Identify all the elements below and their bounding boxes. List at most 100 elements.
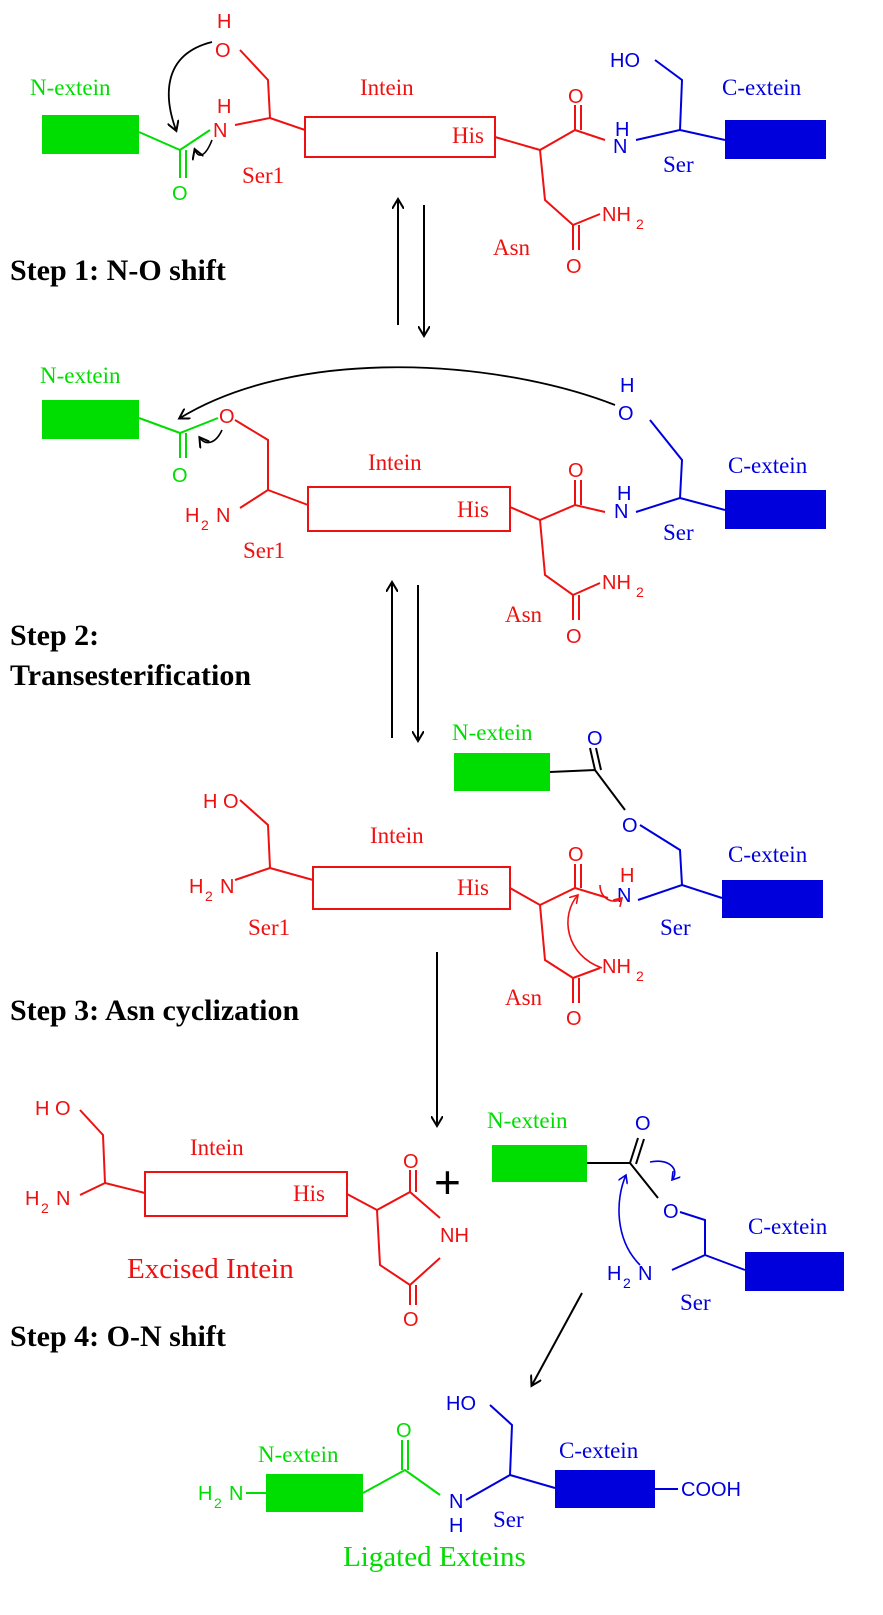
ester-carbonyl-o: O: [635, 1113, 651, 1135]
c-ser-hydroxyl-o: O: [618, 403, 634, 425]
h2n-sub: 2: [41, 1200, 49, 1216]
h2n-h: H: [198, 1483, 212, 1505]
h2n-h: H: [185, 505, 199, 527]
n-extein-block: [492, 1145, 587, 1182]
his-label: His: [452, 123, 484, 148]
ester-oxygen: O: [219, 406, 235, 428]
ester-carbonyl-o: O: [587, 728, 603, 750]
asn-side-nh: NH: [602, 572, 631, 594]
his-label: His: [293, 1181, 325, 1206]
ser-label: Ser: [680, 1290, 711, 1315]
h2n-h: H: [189, 876, 203, 898]
electron-shift-arrow-3: [599, 884, 622, 901]
n-extein-label: N-extein: [30, 75, 111, 100]
ser1-hydroxyl-h: H: [217, 11, 231, 33]
asn-side-nh-sub: 2: [636, 968, 644, 984]
ser1-hydroxyl-o: O: [215, 40, 231, 62]
ser-label: Ser: [663, 152, 694, 177]
succinimide-o-bottom: O: [403, 1309, 419, 1331]
carbonyl-oxygen: O: [172, 183, 188, 205]
c-amide-n: N: [617, 885, 631, 907]
h2n-n: N: [216, 505, 230, 527]
o-n-attack-arrow: [619, 1175, 641, 1266]
electron-shift-arrow-4: [649, 1160, 675, 1180]
his-label: His: [457, 497, 489, 522]
h2n-sub: 2: [201, 517, 209, 533]
n-extein-block: [454, 753, 550, 791]
row-1-precursor: N-extein O H O H N Ser1 Intein His O NH …: [30, 11, 826, 278]
amide-h: H: [217, 96, 231, 118]
c-extein-label: C-extein: [748, 1214, 828, 1239]
ser1-hydroxyl: H O: [35, 1098, 71, 1120]
ester-o: O: [622, 815, 638, 837]
c-amide-n: N: [613, 136, 627, 158]
excised-intein-label: Excised Intein: [127, 1253, 294, 1285]
c-extein-block: [745, 1252, 844, 1291]
asn-carbonyl-o: O: [568, 86, 584, 108]
asn-carbonyl-o: O: [568, 844, 584, 866]
row-5-ligated-exteins: H 2 N N-extein O N H HO Ser C-extein COO…: [198, 1393, 741, 1573]
c-extein-block: [722, 880, 823, 918]
h2n-sub: 2: [214, 1495, 222, 1511]
h2n-sub: 2: [205, 888, 213, 904]
asn-side-nh-sub: 2: [636, 584, 644, 600]
h2n-n: N: [56, 1188, 70, 1210]
step-2-text: Transesterification: [10, 659, 251, 692]
row-2-thioester: N-extein O O H 2 N Ser1 Intein His O NH …: [40, 363, 826, 648]
ser1-hydroxyl: H O: [203, 791, 239, 813]
amide-n: N: [213, 120, 227, 142]
asn-side-nh-sub: 2: [636, 216, 644, 232]
c-extein-block: [725, 490, 826, 529]
asn-label: Asn: [505, 985, 543, 1010]
amide-h: H: [449, 1515, 463, 1537]
asn-side-o: O: [566, 1008, 582, 1030]
ester-o: O: [663, 1201, 679, 1223]
asn-label: Asn: [493, 235, 531, 260]
row-4-linear-ester: N-extein O O H 2 N Ser C-extein: [487, 1108, 844, 1315]
intein-box: [307, 486, 511, 532]
ser-hydroxyl: HO: [446, 1393, 476, 1415]
carbonyl-oxygen: O: [172, 465, 188, 487]
step-4-label: Step 4: O-N shift: [10, 1320, 226, 1353]
forward-arrow-4: [532, 1292, 583, 1385]
electron-shift-arrow-2: [200, 429, 223, 443]
n-extein-block: [266, 1474, 363, 1512]
plus-sign: +: [434, 1156, 461, 1208]
ser1-label: Ser1: [243, 538, 285, 563]
h2n-n: N: [229, 1483, 243, 1505]
n-extein-label: N-extein: [258, 1442, 339, 1467]
intein-label: Intein: [360, 75, 414, 100]
cyclization-arrow: [567, 895, 603, 969]
attack-arrow-2: [180, 366, 616, 418]
succinimide-nh: NH: [440, 1225, 469, 1247]
intein-label: Intein: [368, 450, 422, 475]
asn-carbonyl-o: O: [568, 460, 584, 482]
asn-side-o: O: [566, 256, 582, 278]
intein-label: Intein: [370, 823, 424, 848]
carboxyl-group: COOH: [681, 1479, 741, 1501]
c-amide-h: H: [620, 865, 634, 887]
row-4-excised-intein: H O H 2 N Intein His O NH O Excised Inte…: [25, 1098, 469, 1331]
h2n-h: H: [607, 1263, 621, 1285]
step-2-label: Step 2:: [10, 619, 99, 652]
intein-label: Intein: [190, 1135, 244, 1160]
step-3-label: Step 3: Asn cyclization: [10, 994, 299, 1027]
ser-label: Ser: [663, 520, 694, 545]
c-amide-h: H: [617, 483, 631, 505]
asn-side-nh: NH: [602, 204, 631, 226]
ser1-label: Ser1: [248, 915, 290, 940]
c-amide-n: N: [614, 501, 628, 523]
n-extein-label: N-extein: [40, 363, 121, 388]
n-extein-block: [42, 400, 139, 439]
asn-label: Asn: [505, 602, 543, 627]
n-extein-label: N-extein: [452, 720, 533, 745]
c-extein-label: C-extein: [722, 75, 802, 100]
attack-arrow-1: [169, 41, 213, 130]
ser-label: Ser: [493, 1507, 524, 1532]
c-ser-hydroxyl-h: H: [620, 375, 634, 397]
c-extein-label: C-extein: [728, 842, 808, 867]
electron-shift-arrow-1: [195, 139, 213, 155]
amide-n: N: [449, 1491, 463, 1513]
h2n-sub: 2: [623, 1275, 631, 1291]
